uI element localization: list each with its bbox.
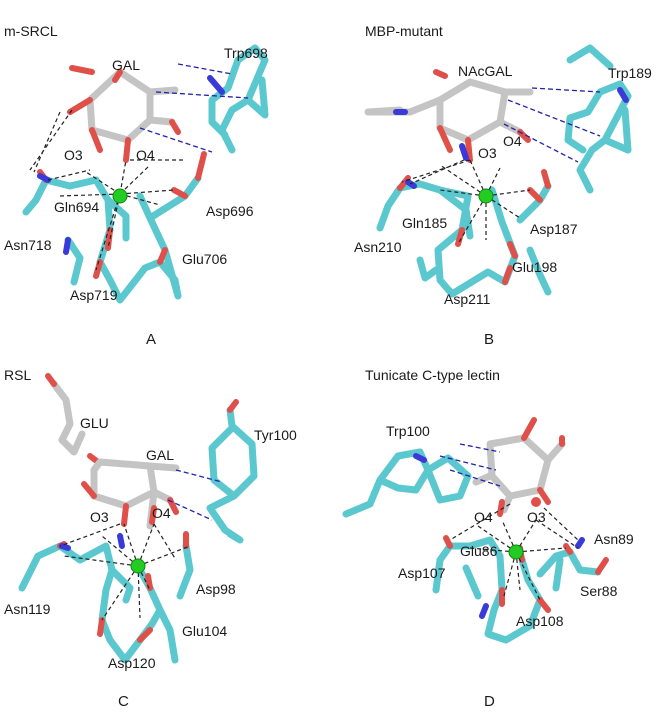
panel-a-calcium-ion (112, 188, 128, 204)
panel-b-label-o3: O3 (478, 145, 497, 161)
panel-d-calcium-ion (508, 544, 524, 560)
panel-c-hbonds (59, 469, 223, 621)
panel-b-label-asp-bottom: Asp211 (444, 291, 491, 307)
panel-b-label-asn: Asn210 (354, 239, 402, 255)
panel-d-water (531, 497, 541, 507)
panel-d-label-o3: O3 (527, 509, 546, 525)
panel-c-galactose (81, 458, 180, 530)
panel-a-trp698 (207, 44, 269, 154)
panel-b-hbonds (401, 87, 601, 245)
panel-b-label-asp-right: Asp187 (530, 221, 578, 237)
panel-b-nacgal (364, 69, 534, 163)
panel-d-label-ser: Ser88 (580, 583, 618, 599)
panel-d-trp100 (342, 448, 472, 518)
panel-c-tyr100 (206, 399, 258, 544)
panel-a-residues (22, 151, 207, 304)
panel-b-label-sugar: NAcGAL (458, 63, 513, 79)
panel-a-letter: A (146, 331, 156, 348)
panel-c-letter: C (118, 693, 129, 710)
panel-b-letter: B (484, 331, 494, 348)
panel-c-label-tyr: Tyr100 (254, 427, 297, 443)
panel-b-label-trp: Trp189 (608, 65, 652, 81)
panel-d-label-trp: Trp100 (386, 423, 430, 439)
panel-b-label-o4: O4 (503, 133, 522, 149)
panel-a-label-gln: Gln694 (54, 199, 99, 215)
panel-d-label-glu: Glu86 (460, 543, 498, 559)
panel-a-hbonds (29, 63, 249, 271)
panel-a-label-o3: O3 (64, 147, 83, 163)
panel-a-label-trp: Trp698 (224, 45, 268, 61)
panel-a: m-SRCL GAL O3 O4 Trp6 (4, 23, 269, 348)
panel-d-letter: D (484, 693, 495, 710)
panel-b-label-glu: Glu198 (512, 259, 557, 275)
panel-d-title: Tunicate C-type lectin (365, 367, 500, 383)
panel-c-label-asn: Asn119 (4, 601, 51, 617)
panel-b: MBP-mutant NAcGAL O3 O4 Trp (354, 23, 652, 348)
panel-d-label-asp-left: Asp107 (398, 565, 446, 581)
panel-d-sugar (472, 417, 566, 517)
panel-d-label-asp-bottom: Asp108 (516, 613, 564, 629)
panel-c-label-o3: O3 (90, 509, 109, 525)
panel-b-calcium-ion (478, 188, 494, 204)
panel-a-title: m-SRCL (4, 23, 58, 39)
panel-c-label-sugar-top: GLU (80, 415, 109, 431)
panel-a-label-asp-bottom: Asp719 (70, 287, 118, 303)
panel-d-hbonds (439, 443, 579, 601)
panel-a-label-sugar: GAL (112, 57, 140, 73)
panel-a-label-glu: Glu706 (182, 251, 227, 267)
panel-b-trp189 (564, 44, 632, 194)
panel-b-title: MBP-mutant (365, 23, 443, 39)
panel-c-title: RSL (4, 367, 31, 383)
panel-a-galactose (67, 65, 181, 163)
panel-d-residues (432, 535, 609, 644)
panel-c-label-glu: Glu104 (182, 623, 227, 639)
panel-c-residues (18, 531, 194, 664)
panel-c-calcium-ion (130, 558, 146, 574)
panel-c-label-sugar: GAL (146, 447, 174, 463)
panel-a-label-asp-right: Asp696 (206, 203, 254, 219)
panel-a-label-o4: O4 (136, 147, 155, 163)
panel-c-label-o4: O4 (152, 505, 171, 521)
panel-d-label-asn: Asn89 (594, 531, 634, 547)
panel-a-label-asn: Asn718 (4, 237, 52, 253)
panel-c-label-asp-bottom: Asp120 (108, 655, 156, 671)
panel-c: RSL GLU GAL O3 O4 Ty (4, 367, 297, 710)
panel-c-label-asp-right: Asp98 (196, 581, 236, 597)
panel-d: Tunicate C-type lectin Trp100 O4 O3 Asn8… (342, 367, 634, 710)
panel-b-residues (376, 143, 552, 298)
panel-b-label-gln: Gln185 (402, 215, 447, 231)
panel-d-label-o4: O4 (474, 509, 493, 525)
